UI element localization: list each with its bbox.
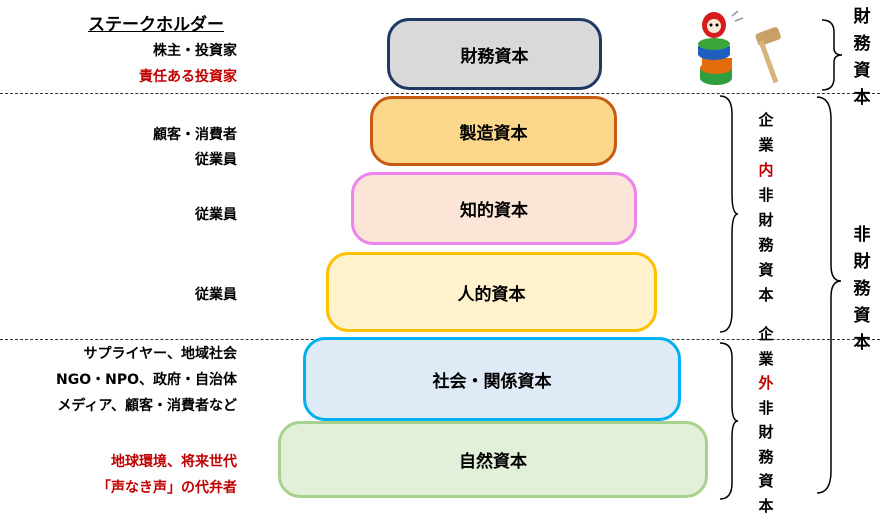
stakeholder-natural-2: 「声なき声」の代弁者 [97, 480, 237, 496]
label-financial-capital: 財務資本 [853, 7, 871, 108]
daruma-otoshi-icon [698, 10, 744, 85]
stakeholder-heading: ステークホルダー [88, 15, 224, 35]
stakeholder-financial-1: 株主・投資家 [153, 43, 237, 59]
stakeholder-social-2: NGO・NPO、政府・自治体 [56, 372, 237, 388]
wooden-mallet-icon [755, 27, 781, 84]
label-nonfinancial-capital: 非財務資本 [853, 225, 871, 353]
capital-human: 人的資本 [326, 252, 657, 332]
capital-intellectual: 知的資本 [351, 172, 637, 245]
stakeholder-intellectual: 従業員 [195, 207, 237, 223]
stakeholder-social-3: メディア、顧客・消費者など [57, 398, 237, 414]
stakeholder-financial-2: 責任ある投資家 [139, 69, 237, 85]
capital-financial: 財務資本 [387, 18, 602, 90]
stakeholder-manufacturing-2: 従業員 [195, 152, 237, 168]
bracket-nonfinancial [816, 96, 842, 494]
label-external-nonfinancial: 企業外非財務資本 [758, 325, 774, 515]
stakeholder-natural-1: 地球環境、将来世代 [111, 454, 237, 470]
separator-financial [0, 93, 880, 94]
bracket-financial [821, 19, 843, 91]
capital-natural: 自然資本 [278, 421, 708, 498]
bracket-external [719, 342, 739, 500]
label-internal-nonfinancial: 企業内非財務資本 [758, 111, 774, 304]
stakeholder-social-1: サプライヤー、地域社会 [83, 346, 237, 362]
capital-manufacturing: 製造資本 [370, 96, 617, 166]
stakeholder-human: 従業員 [195, 287, 237, 303]
capital-social: 社会・関係資本 [303, 337, 681, 421]
stakeholder-manufacturing-1: 顧客・消費者 [153, 127, 237, 143]
bracket-internal [719, 95, 739, 333]
